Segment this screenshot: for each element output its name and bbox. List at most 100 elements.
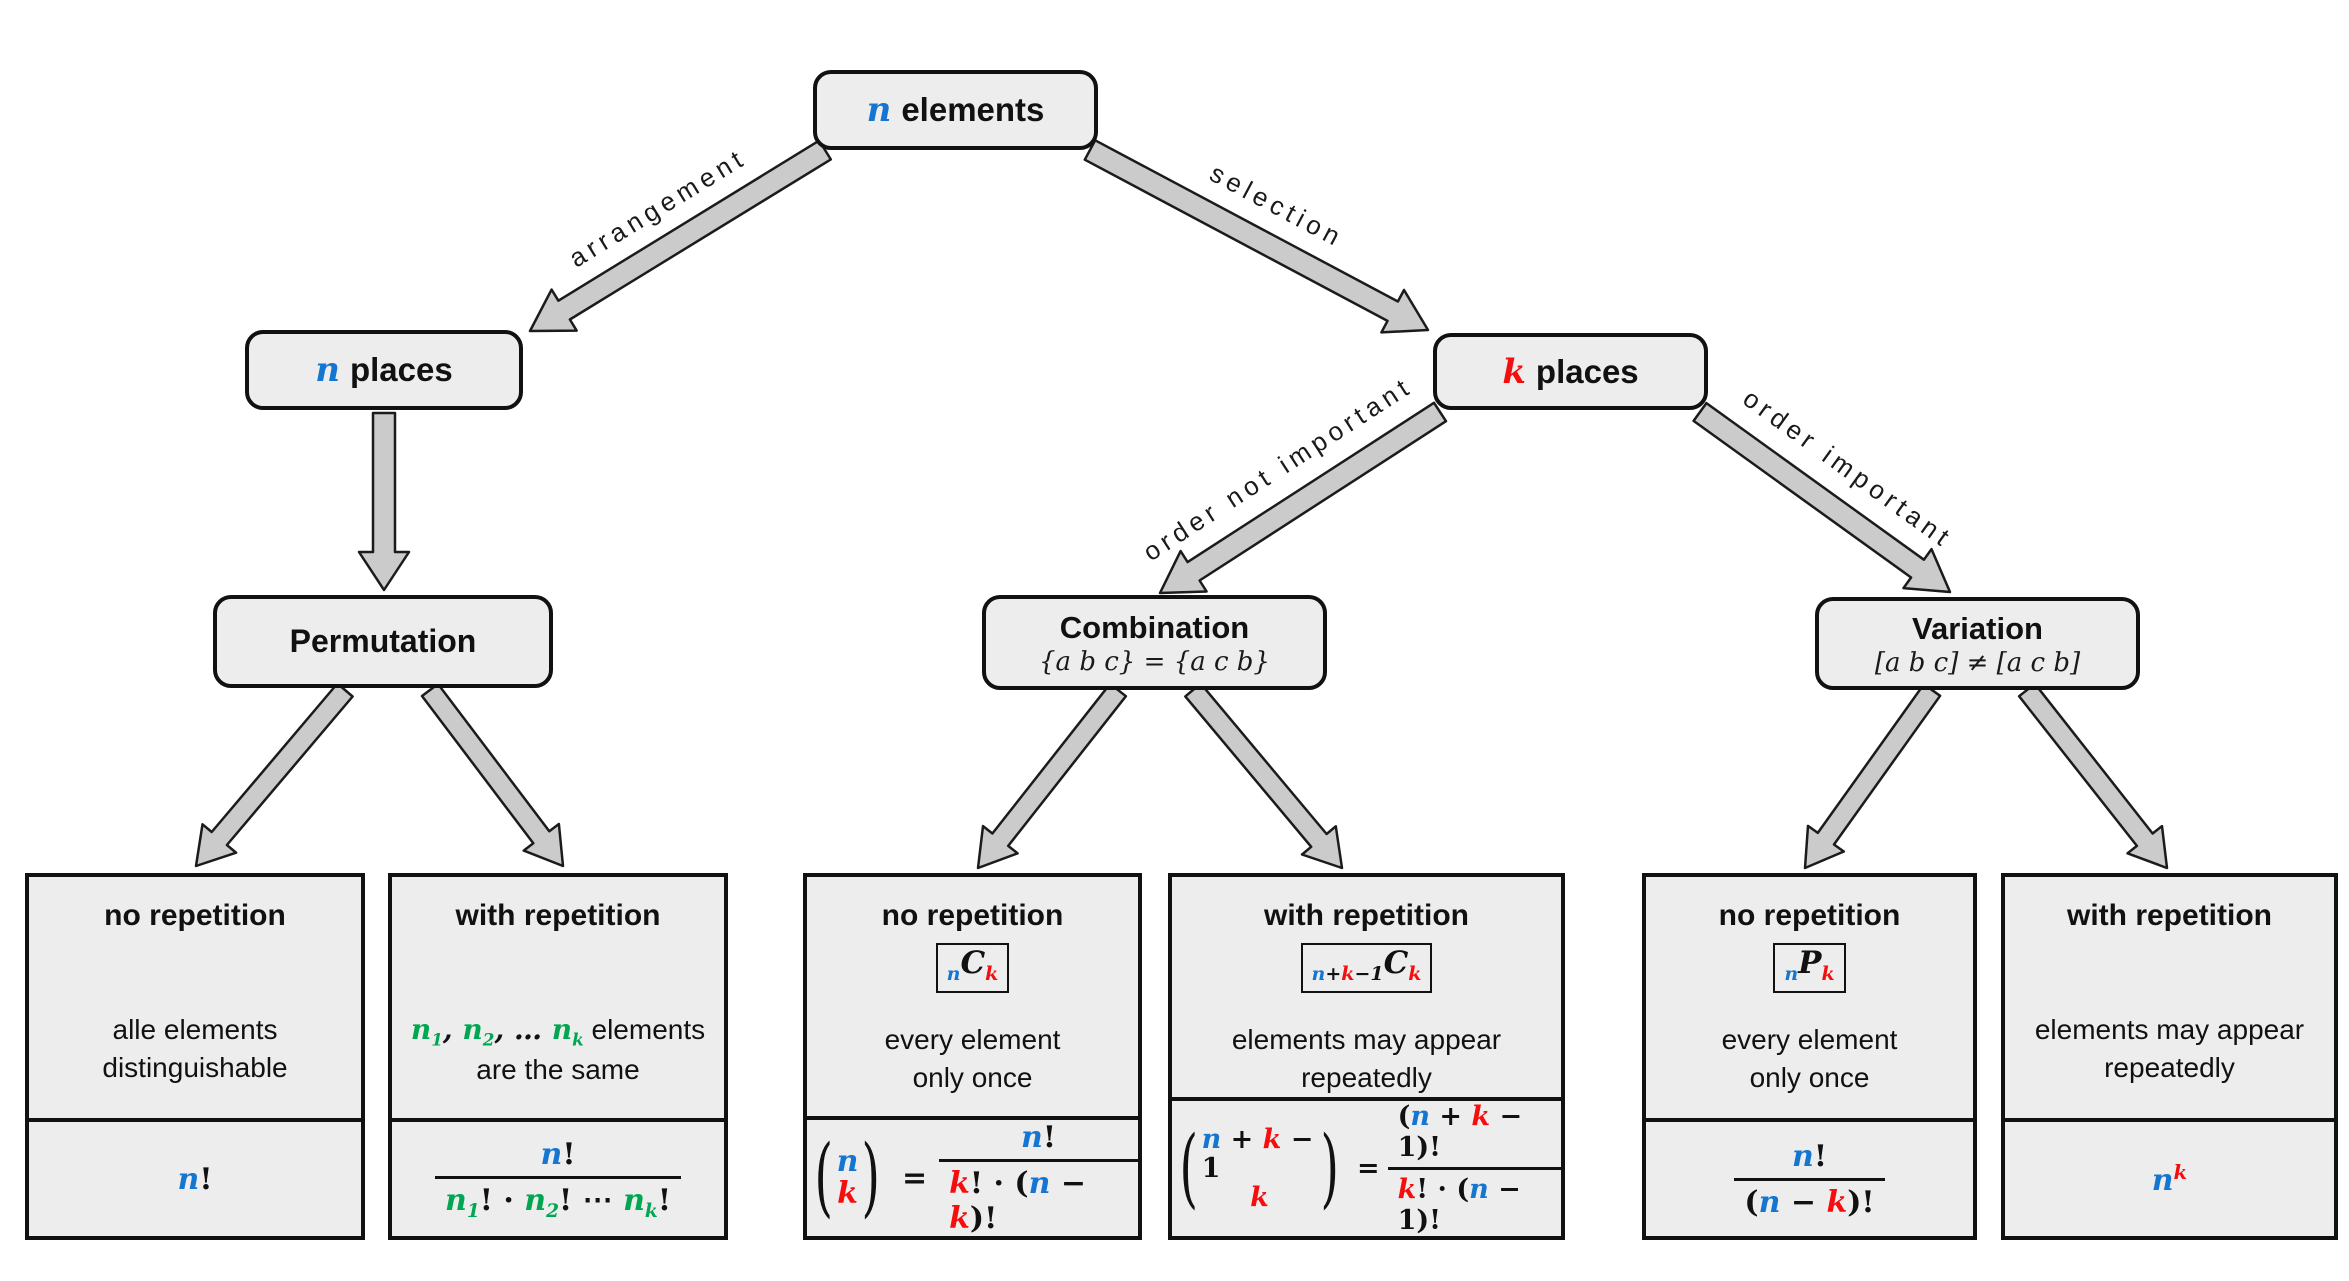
subscript-1: 1 xyxy=(466,1200,480,1222)
body-line-2: are the same xyxy=(476,1054,640,1086)
node-combination-subtitle: {a b c} = {a c b} xyxy=(1039,646,1270,677)
arrow-n-elements-to-n-places xyxy=(528,139,833,333)
leaf-header: with repetition xyxy=(1264,899,1469,932)
node-permutation-title: Permutation xyxy=(289,623,477,659)
open-paren: ( xyxy=(1397,1101,1411,1132)
math-var-n: n xyxy=(1311,963,1326,985)
leaf-description-section: no repetition nPk every element only onc… xyxy=(1646,877,1973,1118)
fraction: n! k! · (n − k)! xyxy=(939,1120,1138,1236)
formula-n-power-k: nk xyxy=(2152,1160,2188,1198)
symbol-letter-C: C xyxy=(960,945,986,981)
close-factorial: − 1)! xyxy=(1397,1174,1521,1236)
arrow-variation-to-no-repetition xyxy=(1803,682,1942,870)
symbol-n+k-1Ck: n+k−1Ck xyxy=(1300,943,1433,993)
math-sequence: n1, n2, … nk xyxy=(411,1013,584,1050)
factorial-sign: ! xyxy=(657,1182,671,1218)
body-line-1: elements may appear xyxy=(2034,1014,2305,1045)
arrow-combination-to-no-repetition xyxy=(976,682,1128,870)
leaf-description-section: no repetition nCk every element only onc… xyxy=(807,877,1138,1116)
factorial-sign: ! xyxy=(199,1161,213,1197)
plus-sign: + xyxy=(1221,1123,1263,1155)
leaf-header: with repetition xyxy=(2067,899,2272,932)
arrow-n-places-to-permutation xyxy=(357,411,411,592)
minus-sign: − xyxy=(1780,1184,1827,1220)
factorial-sign: ! xyxy=(562,1136,576,1172)
math-var-n: n xyxy=(2151,1163,2174,1198)
subscript-k: k xyxy=(572,1029,584,1050)
math-var-k: k xyxy=(1341,963,1355,985)
operator: ! · ( xyxy=(1416,1174,1470,1205)
symbol-nCk: nCk xyxy=(935,943,1010,993)
fraction: n! (n − k)! xyxy=(1734,1138,1885,1220)
leaf-combination-no-repetition: no repetition nCk every element only onc… xyxy=(803,873,1142,1240)
leaf-header: no repetition xyxy=(1718,899,1901,932)
plus-sign: + xyxy=(1325,963,1342,985)
body-line-2: only once xyxy=(912,1061,1033,1093)
math-var-k: k xyxy=(837,1176,858,1211)
close-factorial: )! xyxy=(1847,1184,1875,1220)
body-line-2: repeatedly xyxy=(1301,1061,1432,1093)
math-var-k: k xyxy=(1262,1123,1282,1155)
body-line-2: distinguishable xyxy=(102,1051,288,1083)
leaf-body: n1, n2, … nk elements are the same xyxy=(411,1011,705,1089)
leaf-permutation-with-repetition: with repetition n1, n2, … nk elements ar… xyxy=(388,873,728,1240)
leaf-header: no repetition xyxy=(104,899,286,932)
separator: , xyxy=(442,1013,463,1046)
math-var-n: n xyxy=(1792,1138,1814,1174)
leaf-description-section: with repetition n1, n2, … nk elements ar… xyxy=(392,877,724,1118)
leaf-body: alle elements distinguishable xyxy=(102,1011,287,1087)
leaf-variation-no-repetition: no repetition nPk every element only onc… xyxy=(1642,873,1977,1240)
node-variation-title: Variation xyxy=(1912,610,2043,646)
leaf-combination-with-repetition: with repetition n+k−1Ck elements may app… xyxy=(1168,873,1565,1240)
formula-n-factorial: n! xyxy=(178,1162,213,1197)
math-var-k: k xyxy=(1250,1182,1269,1214)
arrow-combination-to-with-repetition xyxy=(1184,682,1344,870)
math-var-k: k xyxy=(1471,1101,1491,1132)
arrow-variation-to-with-repetition xyxy=(2017,682,2169,870)
math-var-k: k xyxy=(985,963,999,985)
leaf-formula-section: nk xyxy=(2005,1118,2334,1236)
node-variation: Variation [a b c] ≠ [a c b] xyxy=(1815,597,2140,690)
body-line-1: elements xyxy=(583,1014,706,1045)
arrow-permutation-to-with-repetition xyxy=(420,682,565,868)
body-line-2: repeatedly xyxy=(2104,1051,2235,1083)
fraction: n! n1! · n2! ⋯ nk! xyxy=(435,1137,681,1222)
body-line-1: elements may appear xyxy=(1231,1024,1502,1055)
minus-one: − 1 xyxy=(1397,1101,1523,1163)
node-n-places: n places xyxy=(245,330,523,410)
body-line-1: every element xyxy=(1721,1024,1898,1055)
math-var-nk: n xyxy=(623,1182,645,1218)
math-var-n: n xyxy=(1028,1166,1051,1201)
minus-one: − 1 xyxy=(1201,1123,1314,1184)
operator-ellipsis: ! ⋯ xyxy=(559,1182,624,1218)
math-var-k: k xyxy=(1502,351,1526,392)
leaf-description-section: with repetition elements may appear repe… xyxy=(2005,877,2334,1118)
arrow-k-places-to-combination xyxy=(1158,401,1448,595)
separator-ellipsis: , … xyxy=(494,1013,552,1046)
factorial-sign: ! xyxy=(1042,1120,1057,1155)
open-paren: ( xyxy=(1179,1117,1199,1218)
equals-sign: = xyxy=(1356,1153,1380,1184)
math-var-k: k xyxy=(1397,1174,1417,1205)
symbol-letter-C: C xyxy=(1383,945,1409,981)
leaf-permutation-no-repetition: no repetition alle elements distinguisha… xyxy=(25,873,365,1240)
operator: ! · xyxy=(479,1182,525,1218)
leaf-description-section: with repetition n+k−1Ck elements may app… xyxy=(1172,877,1561,1097)
open-paren: ( xyxy=(1744,1184,1759,1220)
arrow-k-places-to-variation xyxy=(1692,401,1952,594)
math-var-n: n xyxy=(836,1143,859,1179)
close-paren: ) xyxy=(861,1127,881,1228)
subscript-k: k xyxy=(644,1200,658,1222)
body-line-1: every element xyxy=(884,1024,1061,1055)
minus-sign: − xyxy=(1050,1166,1086,1201)
math-var-n: n xyxy=(1469,1174,1489,1205)
open-paren: ( xyxy=(814,1127,834,1228)
leaf-formula-section: n! xyxy=(29,1118,361,1236)
factorial-sign: ! xyxy=(1813,1138,1827,1174)
node-combination-title: Combination xyxy=(1059,609,1250,645)
